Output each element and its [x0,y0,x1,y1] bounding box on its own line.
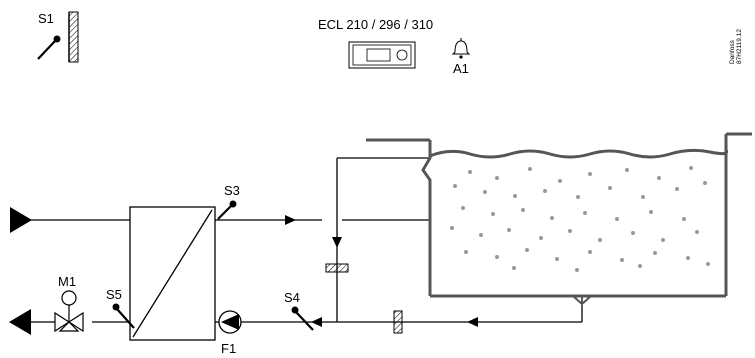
controller-label: ECL 210 / 296 / 310 [318,17,433,32]
flow-arrow-icon [332,237,342,248]
controller-unit-icon [348,41,416,69]
pump: F1 [218,310,242,356]
sensor-head-icon [53,35,61,43]
flow-arrow-icon [467,317,478,327]
water-surface [429,148,729,159]
s3-label: S3 [224,183,240,198]
sensor-head-icon [112,303,120,311]
supply-arrow-icon [10,207,32,233]
circulation-pump-icon [218,310,242,334]
f1-label: F1 [221,341,236,356]
m1-label: M1 [58,274,76,289]
motorized-valve-icon [54,290,84,333]
s4-sensor: S4 [284,290,314,331]
swimming-pool-icon [366,132,752,306]
sensor-head-icon [291,306,299,314]
s5-label: S5 [106,287,122,302]
s5-sensor: S5 [106,287,135,329]
reference-code: 87H2119.12 [736,29,743,64]
heat-exchanger-icon [129,206,216,341]
flow-arrow-icon [285,215,296,225]
alarm-bell-icon [451,38,471,59]
s4-label: S4 [284,290,300,305]
motorized-valve: M1 [54,274,84,333]
controller: ECL 210 / 296 / 310 [318,17,433,69]
temperature-sensor-icon [116,308,135,329]
wall-icon [68,11,79,63]
s1-outdoor-sensor: S1 [37,11,79,63]
reference-text: Danfoss 87H2119.12 [729,29,743,64]
s1-label: S1 [38,11,54,26]
strainer-icon [325,263,403,334]
temperature-sensor-icon [295,311,314,331]
return-arrow-icon [9,309,31,335]
sensor-probe-icon [37,39,57,60]
water-bubbles [450,166,710,272]
temperature-sensor-icon [217,204,233,220]
a1-label: A1 [453,61,469,76]
reference-brand: Danfoss [729,39,736,64]
flow-arrow-icon [311,317,322,327]
alarm: A1 [451,38,471,76]
s3-sensor: S3 [217,183,240,220]
sensor-head-icon [229,200,237,208]
flow-arrows [9,207,478,335]
